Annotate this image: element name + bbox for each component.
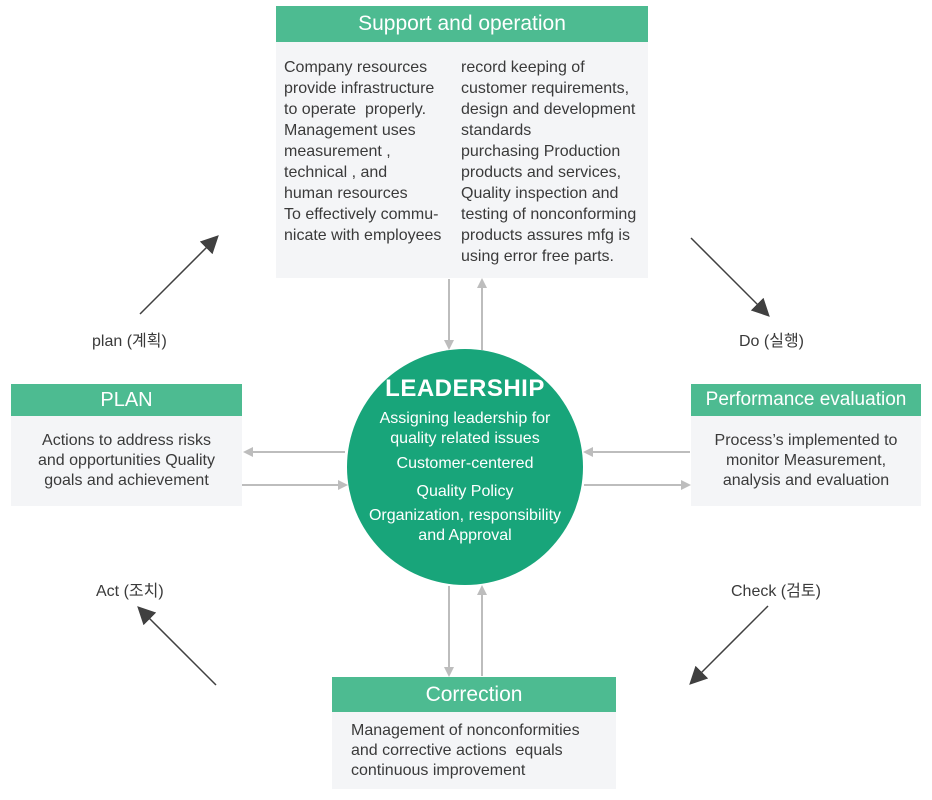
leadership-item-policy: Quality Policy — [341, 482, 589, 502]
leadership-item-line: Quality Policy — [416, 483, 514, 500]
correction-title: Correction — [332, 677, 616, 712]
support-right-line: products and services, — [461, 164, 622, 181]
performance-line: Process’s implemented to — [714, 432, 898, 449]
support-right-line: standards — [461, 122, 532, 139]
correction-line: and corrective actions equals — [351, 742, 563, 759]
act-cycle-label: Act (조치) — [96, 583, 164, 600]
leadership-item-assigning: Assigning leadership for quality related… — [341, 409, 589, 449]
support-left-line: provide infrastructure — [284, 80, 435, 97]
support-right-line: record keeping of — [461, 59, 585, 76]
support-operation-title: Support and operation — [276, 6, 648, 42]
leadership-item-line: Assigning leadership for — [379, 410, 551, 427]
act-cycle-arrow — [137, 606, 217, 686]
leadership-item-line: and Approval — [418, 527, 512, 544]
support-left-line: technical , and — [284, 164, 388, 181]
do-cycle-arrow — [690, 237, 770, 317]
support-right-line: products assures mfg is — [461, 227, 630, 244]
support-left-line: to operate properly. — [284, 101, 427, 118]
support-right-column: record keeping of customer requirements,… — [461, 57, 636, 267]
support-right-line: testing of nonconforming — [461, 206, 637, 223]
plan-description: Actions to address risks and opportuniti… — [11, 416, 242, 491]
correction-description: Management of nonconformities and correc… — [332, 712, 616, 781]
plan-box: PLAN Actions to address risks and opport… — [11, 384, 242, 506]
support-left-column: Company resources provide infrastructure… — [284, 57, 441, 246]
leadership-circle: LEADERSHIP Assigning leadership for qual… — [347, 349, 583, 585]
support-operation-box: Support and operation Company resources … — [276, 6, 648, 278]
leadership-item-line: Customer-centered — [396, 455, 534, 472]
check-cycle-arrow — [689, 605, 769, 685]
plan-cycle-arrow — [139, 235, 219, 315]
support-left-line: To effectively commu- — [284, 206, 439, 223]
leadership-title: LEADERSHIP — [385, 375, 545, 402]
performance-line: monitor Measurement, — [725, 452, 887, 469]
support-right-line: purchasing Production — [461, 143, 621, 160]
performance-description: Process’s implemented to monitor Measure… — [691, 416, 921, 491]
support-right-line: Quality inspection and — [461, 185, 619, 202]
plan-line: goals and achievement — [44, 472, 209, 489]
leadership-item-customer: Customer-centered — [341, 454, 589, 474]
support-left-line: measurement , — [284, 143, 391, 160]
support-right-line: using error free parts. — [461, 248, 614, 265]
plan-cycle-label: plan (계획) — [92, 333, 167, 350]
support-left-line: nicate with employees — [284, 227, 442, 244]
support-left-line: human resources — [284, 185, 408, 202]
leadership-item-line: Organization, responsibility — [368, 507, 562, 524]
support-right-line: design and development — [461, 101, 636, 118]
plan-line: and opportunities Quality — [38, 452, 215, 469]
support-right-line: customer requirements, — [461, 80, 630, 97]
plan-title: PLAN — [11, 384, 242, 416]
leadership-item-organization: Organization, responsibility and Approva… — [341, 506, 589, 546]
performance-evaluation-title: Performance evaluation — [691, 384, 921, 416]
correction-box: Correction Management of nonconformities… — [332, 677, 616, 789]
support-left-line: Company resources — [284, 59, 428, 76]
do-cycle-label: Do (실행) — [739, 333, 804, 350]
performance-evaluation-box: Performance evaluation Process’s impleme… — [691, 384, 921, 506]
performance-line: analysis and evaluation — [722, 472, 890, 489]
support-left-line: Management uses — [284, 122, 416, 139]
check-cycle-label: Check (검토) — [731, 583, 821, 600]
plan-line: Actions to address risks — [42, 432, 211, 449]
leadership-item-line: quality related issues — [390, 430, 540, 447]
correction-line: continuous improvement — [351, 762, 526, 779]
correction-line: Management of nonconformities — [351, 722, 580, 739]
